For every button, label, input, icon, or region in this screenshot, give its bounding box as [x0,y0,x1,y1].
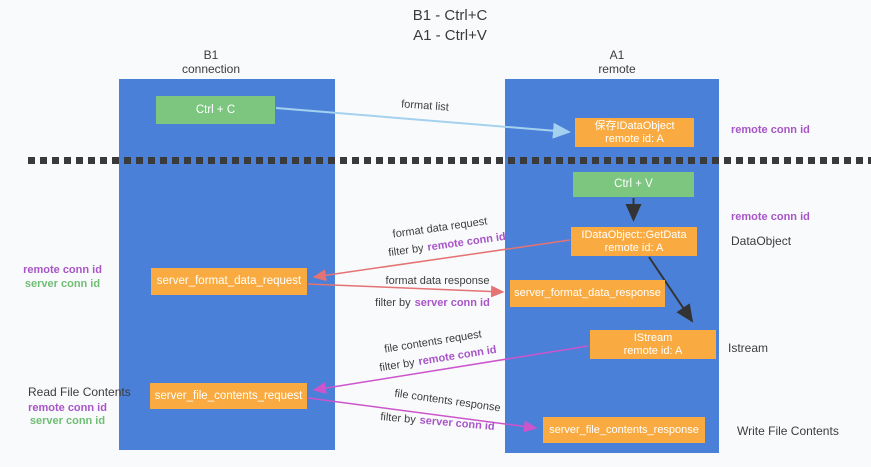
dashed-separator-line [28,157,871,164]
server-file-contents-request-node: server_file_contents_request [150,383,307,409]
istream-node: IStream remote id: A [590,330,716,359]
ctrl-c-label: Ctrl + C [195,103,236,116]
server-conn-id-text: server conn id [414,297,490,309]
getdata-node: IDataObject::GetData remote id: A [571,227,697,256]
filter-by-text: filter by [387,242,425,260]
istream-line1: IStream [633,331,673,344]
annotation-dataobject: DataObject [731,234,792,248]
save-idataobject-line1: 保存IDataObject [594,119,675,132]
save-idataobject-node: 保存IDataObject remote id: A [575,118,694,147]
annotation-write-file-contents: Write File Contents [737,424,839,438]
lane-a1-title: A1 [609,48,625,62]
annotation-remote-conn-id-top-right: remote conn id [731,124,810,136]
annotation-server-conn-id-bottom-left: server conn id [29,415,106,427]
server-file-contents-response-label: server_file_contents_response [549,423,699,436]
annotation-server-conn-id-mid-left: server conn id [24,278,101,290]
filter-by-text: filter by [378,356,416,375]
title-line-1: B1 - Ctrl+C [412,7,488,24]
file-contents-response-label: file contents response [393,387,502,415]
annotation-remote-conn-id-bottom-left: remote conn id [28,402,107,414]
server-format-data-response-label: server_format_data_response [514,287,661,299]
getdata-line1: IDataObject::GetData [581,228,687,241]
title-line-2: A1 - Ctrl+V [413,27,487,44]
filter-by-text: filter by [375,297,411,309]
save-idataobject-line2: remote id: A [605,132,664,145]
ctrl-v-label: Ctrl + V [614,178,653,190]
server-format-data-response-node: server_format_data_response [510,280,665,307]
lane-header-b1: B1 connection [146,48,276,76]
page-title: B1 - Ctrl+C A1 - Ctrl+V [330,6,570,46]
lane-header-a1: A1 remote [552,48,682,76]
server-conn-id-text: server conn id [419,414,496,433]
lane-b1-title: B1 [203,48,219,62]
getdata-line2: remote id: A [604,241,664,254]
filter-by-text: filter by [379,411,417,427]
format-data-response-label: format data response [385,275,490,287]
annotation-remote-conn-id-mid-left: remote conn id [23,264,102,276]
annotation-istream: Istream [728,341,769,355]
server-file-contents-response-node: server_file_contents_response [543,417,705,443]
format-list-label: format list [400,98,450,114]
annotation-remote-conn-id-mid-right: remote conn id [731,211,810,223]
ctrl-c-node: Ctrl + C [156,96,275,124]
lane-b1-subtitle: connection [181,62,241,76]
ctrl-v-node: Ctrl + V [573,172,694,197]
annotation-read-file-contents: Read File Contents [28,385,131,399]
lane-a1-subtitle: remote [598,62,636,76]
server-format-data-request-label: server_format_data_request [156,275,302,287]
server-file-contents-request-label: server_file_contents_request [154,389,303,402]
istream-line2: remote id: A [623,344,683,357]
server-format-data-request-node: server_format_data_request [151,268,307,295]
